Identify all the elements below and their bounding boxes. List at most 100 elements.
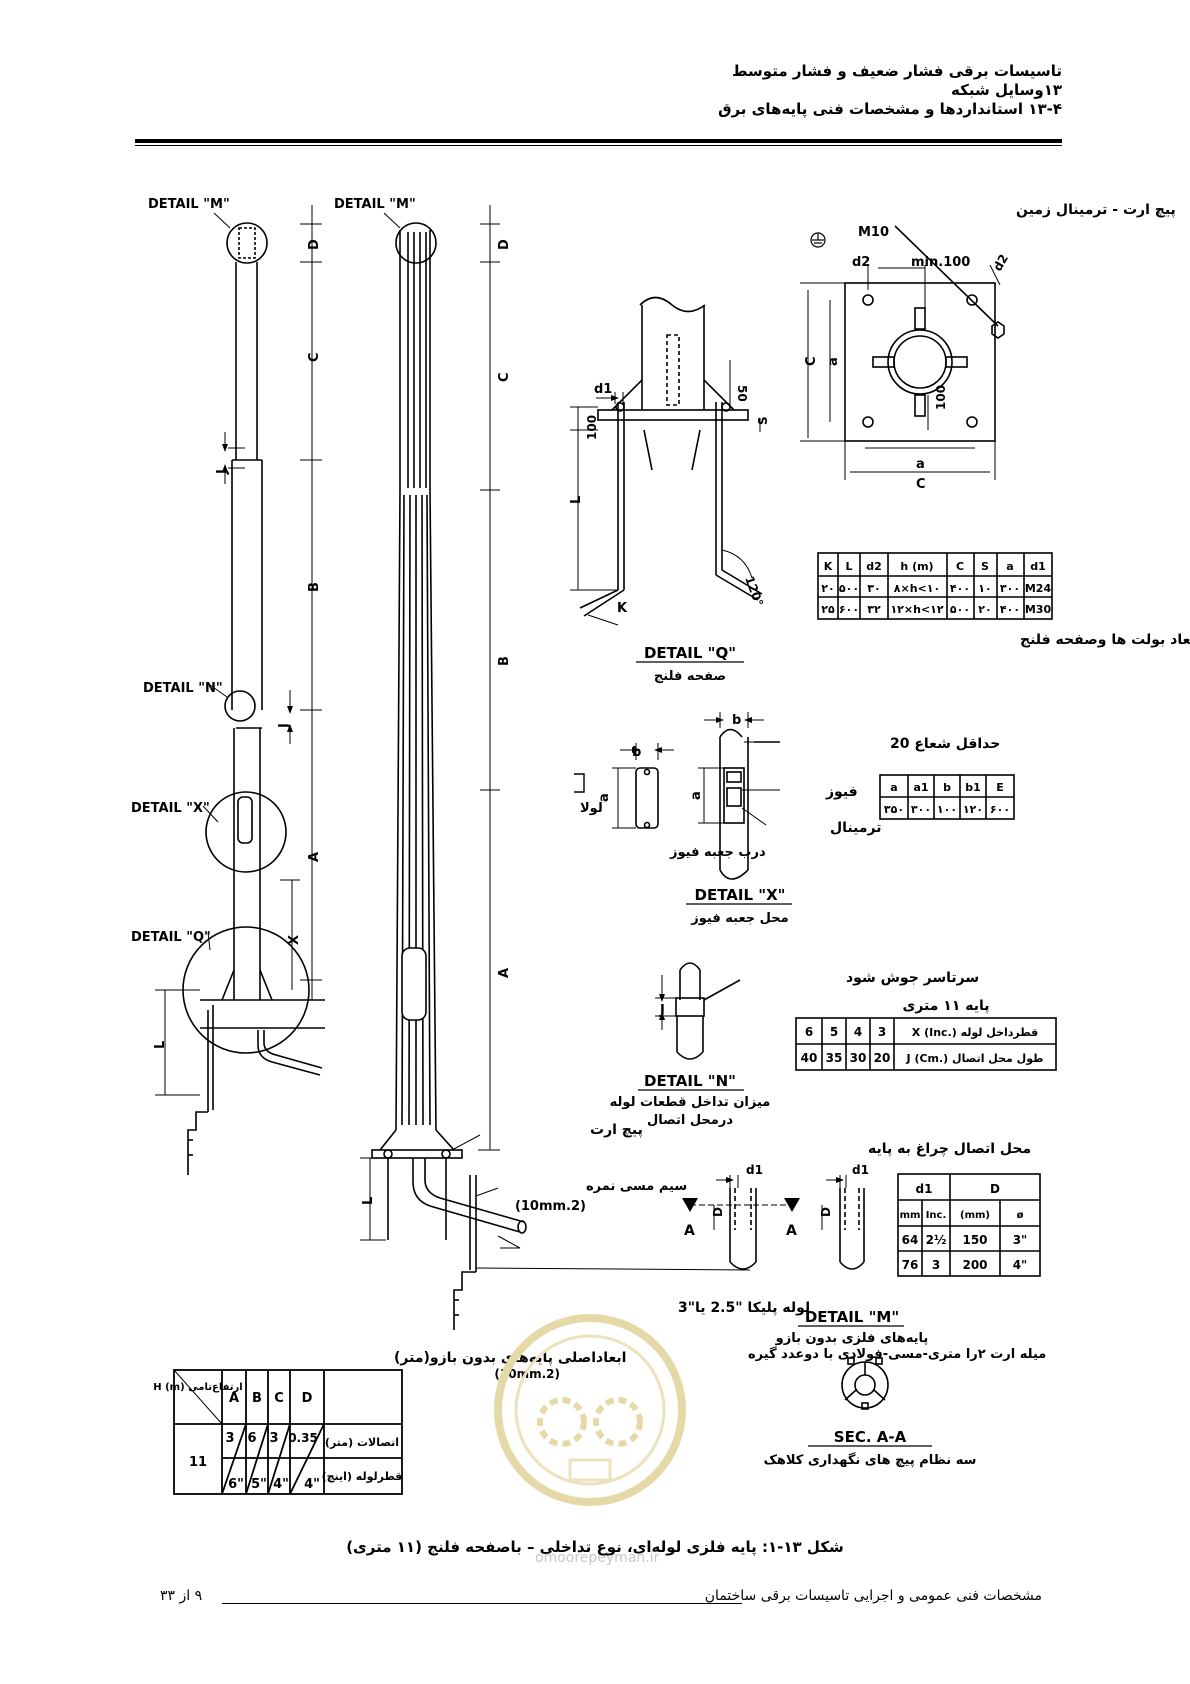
detail-m-circle-left — [226, 222, 268, 264]
m-sub-phi: ø — [1017, 1210, 1024, 1221]
m-r2-c1: 76 — [902, 1258, 919, 1272]
main-bot-c: 4" — [273, 1477, 289, 1492]
bolt-r2-s: ۲۰ — [978, 603, 991, 616]
dim-b-x-left: b — [632, 745, 641, 760]
dim-c-left: C — [307, 352, 322, 362]
main-table-grid — [173, 1369, 403, 1495]
bolt-th-a: a — [1006, 560, 1013, 573]
detail-x-label: DETAIL "X" — [131, 801, 210, 816]
bolt-r1-h: ۸×h<۱۰ — [894, 582, 940, 595]
dim-d-m-right: D — [819, 1207, 833, 1217]
header-rule-thin — [135, 145, 1062, 146]
m-r1-c1: 64 — [902, 1233, 919, 1247]
pipe-label: لوله پلیکا "2.5 یا"3 — [678, 1300, 810, 1316]
dim-b-left: B — [307, 582, 322, 592]
dim-d1-m-left: d1 — [746, 1163, 763, 1177]
page-header: تاسیسات برقی فشار ضعیف و فشار متوسط ۱۳وس… — [718, 62, 1062, 119]
figure-caption: شکل ۱۳-۱: پایه فلزی لوله‌ای، نوع تداخلی … — [346, 1538, 844, 1556]
watermark-url: omoorepeyman.ir — [535, 1550, 660, 1566]
fuse-v-a1: ۳۰۰ — [911, 803, 931, 816]
weld-label: سرتاسر جوش شود — [846, 970, 979, 986]
bolt-table: K L d2 h (m) C S a d1 ۲۰ ۵۰۰ ۳۰ ۸×h<۱۰ ۴… — [821, 560, 1051, 616]
m-table: d1 D mm Inc. (mm) ø 64 2½ 150 3" 76 3 20… — [900, 1182, 1028, 1272]
main-h-value: 11 — [189, 1455, 207, 1470]
fuse-th-a: a — [890, 781, 897, 794]
sec-aa-subtitle: سه نظام پیچ های نگهداری کلاهک — [764, 1452, 977, 1468]
earth-bolt-label: پیچ ارت — [590, 1122, 643, 1138]
dim-d-left: D — [307, 239, 322, 250]
hinge-icon — [574, 773, 585, 793]
fuse-table-grid — [879, 774, 1015, 820]
detail-n-sub2: درمحل اتصال — [647, 1113, 733, 1128]
detail-n-drawing — [675, 962, 741, 1060]
dim-c-mid: C — [497, 372, 512, 382]
detail-x-title: DETAIL "X" — [695, 886, 786, 904]
dim-c-plan-bottom: C — [916, 477, 926, 492]
watermark-seal-logo — [494, 1314, 686, 1506]
footer-rule — [222, 1603, 742, 1604]
m-table-grid — [897, 1173, 1041, 1277]
bolt-th-h: h (m) — [900, 560, 933, 573]
leader-lines — [202, 212, 751, 1271]
detail-m-drawing — [690, 1188, 889, 1410]
dim-l-mid: L — [361, 1197, 376, 1205]
bolt-th-d2: d2 — [866, 560, 882, 573]
detail-m-label-left: DETAIL "M" — [148, 197, 230, 212]
fuse-th-a1: a1 — [913, 781, 928, 794]
dim-100-plan: 100 — [934, 385, 948, 410]
p11-r2-c2: 35 — [826, 1051, 843, 1065]
dim-c-plan-left: C — [804, 356, 819, 366]
fuse-table: a a1 b b1 E ۳۵۰ ۳۰۰ ۱۰۰ ۱۲۰ ۶۰۰ — [884, 781, 1010, 816]
p11-r2-c3: 30 — [850, 1051, 867, 1065]
bolt-table-grid — [817, 552, 1053, 620]
dim-k-q: K — [617, 601, 628, 616]
detail-m-subtitle: پایه‌های فلزی بدون بازو — [775, 1331, 929, 1346]
dim-j-lower: J — [277, 723, 292, 729]
main-top-b: 6 — [247, 1431, 256, 1446]
detail-q-title: DETAIL "Q" — [644, 644, 736, 662]
detail-m-dimensions — [713, 1175, 847, 1230]
pole11-table: 6 5 4 3 قطرداخل لوله X (Inc.) 40 35 30 2… — [801, 1025, 1044, 1065]
main-th-a: A — [229, 1391, 239, 1406]
fuse-v-b1: ۱۲۰ — [963, 803, 983, 816]
section-a-right: A — [786, 1223, 797, 1239]
flange-plan-view — [844, 225, 1005, 442]
section-arrows — [682, 1198, 800, 1212]
detail-q-drawing — [579, 296, 763, 617]
dim-j-n: J — [659, 1003, 665, 1018]
dim-a-x-right: a — [689, 791, 704, 800]
bolt-th-c: C — [956, 560, 964, 573]
bolt-th-k: K — [824, 560, 833, 573]
pole11-table-grid — [795, 1017, 1057, 1071]
copper-wire-size: (10mm.2) — [515, 1199, 586, 1214]
dim-d1-q: d1 — [594, 382, 612, 397]
p11-r2-label: طول محل اتصال J (Cm.) — [906, 1052, 1044, 1065]
dim-a-plan-left: a — [826, 357, 841, 366]
detail-x-drawing — [635, 728, 780, 880]
detail-n-sub1: میزان تداخل قطعات لوله — [610, 1095, 771, 1110]
main-top-c: 3 — [269, 1431, 278, 1446]
bolt-r1-d2: ۳۰ — [867, 582, 880, 595]
fuse-v-b: ۱۰۰ — [937, 803, 957, 816]
dim-min100-plan: min.100 — [911, 255, 970, 270]
bolt-r2-d2: ۳۲ — [867, 603, 881, 616]
dim-l-q: L — [569, 496, 584, 504]
main-row-top-label: اتصالات (متر) — [325, 1436, 399, 1449]
terminal-label: ترمینال — [830, 820, 881, 836]
bolt-r2-h: ۱۲×h<۱۲ — [890, 603, 943, 616]
m-r2-c3: 200 — [962, 1258, 987, 1272]
pole11-table-title: پایه ۱۱ متری — [902, 998, 989, 1014]
p11-r1-c3: 4 — [854, 1025, 862, 1039]
m-r2-c4: 4" — [1013, 1258, 1028, 1272]
dim-a-mid: A — [497, 968, 512, 978]
detail-m-heading: محل اتصال چراغ به پایه — [868, 1141, 1031, 1157]
p11-r2-c1: 40 — [801, 1051, 818, 1065]
fuse-label: فیوز — [825, 784, 858, 800]
header-line-2: ۱۳وسایل شبکه — [951, 81, 1062, 99]
bolt-r2-l: ۶۰۰ — [839, 603, 859, 616]
detail-x-dimensions — [612, 712, 780, 829]
footer-page-number: ۹ از ۳۳ — [160, 1588, 203, 1604]
main-table: ارتفاع‌تامی H (m) A B C D 11 3 6 3 0.35 … — [153, 1382, 402, 1492]
main-top-a: 3 — [225, 1431, 234, 1446]
